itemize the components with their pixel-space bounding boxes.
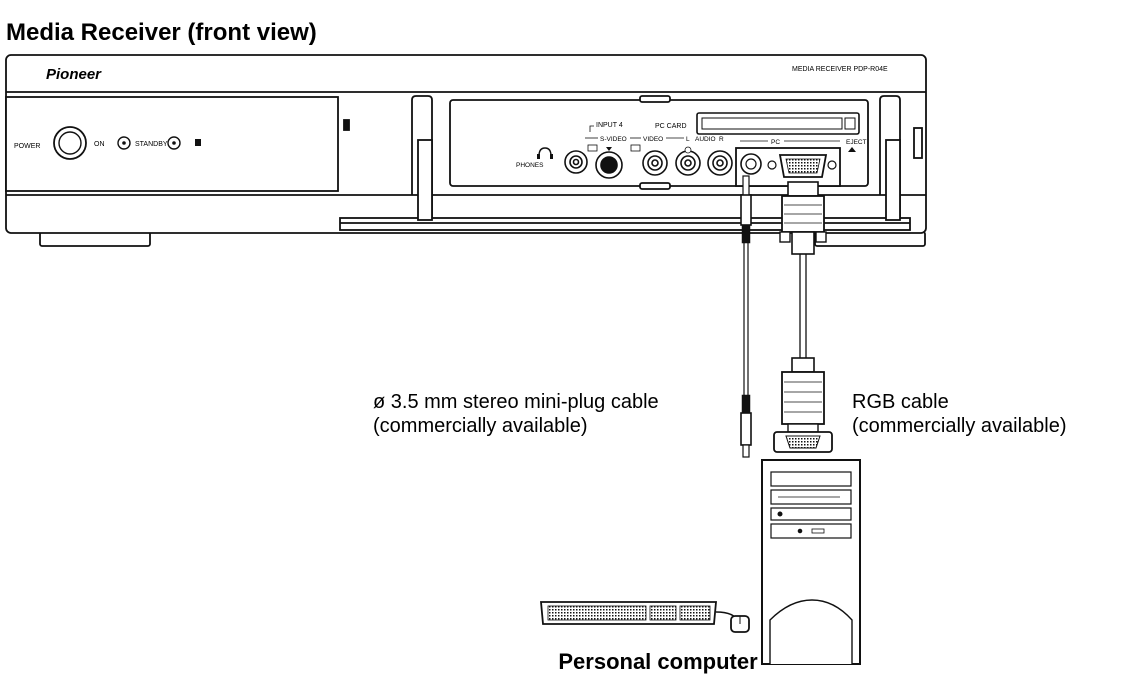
rgb-cable-label-line2: (commercially available) (852, 415, 1067, 437)
audio-cable (740, 175, 752, 458)
on-label: ON (94, 141, 105, 148)
pc-label: PC (771, 139, 780, 146)
audio-r-label: R (719, 136, 724, 143)
rgb-cable-label-line1: RGB cable (852, 391, 949, 413)
input-label: INPUT 4 (596, 122, 623, 129)
computer-label: Personal computer (558, 649, 758, 674)
headphones-icon (538, 147, 552, 157)
eject-icon (848, 147, 856, 152)
cable-callouts: ø 3.5 mm stereo mini-plug cable (commerc… (373, 391, 1067, 437)
standby-indicator-dot (172, 141, 176, 145)
video-label: VIDEO (643, 136, 663, 143)
rgb-cable (773, 181, 833, 453)
brand-logo: Pioneer (46, 66, 102, 83)
on-indicator-dot (122, 141, 126, 145)
input-panel: INPUT 4 S-VIDEO VIDEO L AUDIO R PC CARD … (516, 112, 867, 187)
standby-label: STANDBY (135, 141, 168, 148)
audio-cable-label-line2: (commercially available) (373, 415, 588, 437)
page-title: Media Receiver (front view) (6, 19, 317, 46)
svideo-label: S-VIDEO (600, 136, 627, 143)
phones-label: PHONES (516, 162, 544, 169)
eject-label: EJECT (846, 139, 867, 146)
audio-l-label: L (686, 136, 690, 143)
power-label: POWER (14, 143, 40, 150)
audio-cable-label-line1: ø 3.5 mm stereo mini-plug cable (373, 391, 659, 413)
audio-label: AUDIO (695, 136, 716, 143)
model-label: MEDIA RECEIVER PDP-R04E (792, 66, 888, 73)
pccard-label: PC CARD (655, 123, 687, 130)
power-button-inner (58, 131, 82, 155)
personal-computer (540, 459, 861, 665)
power-controls: POWER ON STANDBY (14, 126, 201, 160)
ir-sensor-icon (195, 139, 201, 146)
